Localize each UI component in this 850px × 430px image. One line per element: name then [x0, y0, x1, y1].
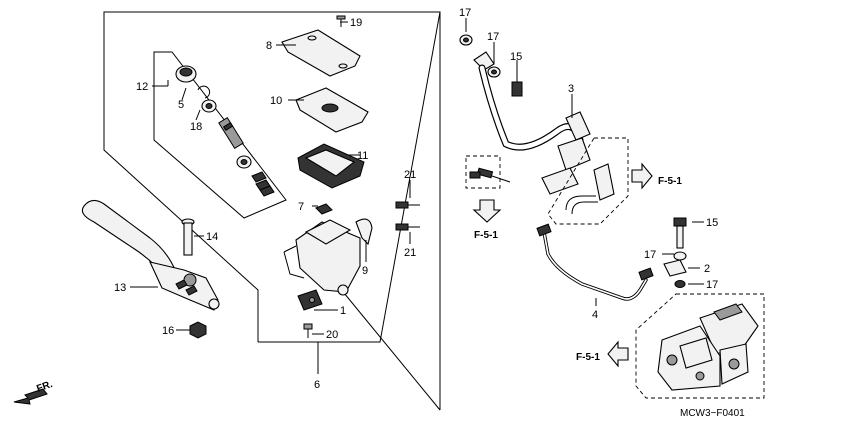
brake-lever — [81, 199, 220, 311]
piston-kit-parts — [175, 65, 275, 197]
hose-clamp — [476, 167, 579, 195]
label-18: 18 — [190, 121, 202, 133]
label-10: 10 — [270, 95, 282, 107]
f51c-arrow — [607, 340, 629, 368]
label-3: 3 — [568, 83, 574, 95]
label-2: 2 — [704, 263, 710, 275]
lever-pivot-nut — [189, 321, 207, 339]
oil-bolt — [511, 68, 523, 97]
label-13: 13 — [114, 282, 126, 294]
holder-bolts — [395, 201, 420, 231]
ref-f51-bottom: F-5-1 — [576, 352, 600, 363]
label-17-a: 17 — [459, 7, 471, 19]
diaphragm — [297, 143, 365, 189]
reservoir-cap — [281, 29, 361, 77]
abs-modulator-frame — [635, 293, 765, 399]
label-11: 11 — [357, 150, 368, 162]
leader-lines — [130, 18, 704, 374]
label-6: 6 — [314, 379, 320, 391]
label-9: 9 — [362, 265, 368, 277]
f51a-arrow — [631, 162, 653, 190]
front-direction-label: FR. — [35, 379, 54, 395]
label-15-top: 15 — [510, 51, 522, 63]
master-cylinder-frame — [103, 11, 441, 343]
label-16: 16 — [162, 325, 174, 337]
label-21-top: 21 — [404, 169, 416, 181]
brake-switch — [297, 289, 323, 311]
ref-f51-right: F-5-1 — [658, 176, 682, 187]
label-17-d: 17 — [706, 279, 718, 291]
hose-joint-top — [459, 34, 501, 78]
abs-modulator — [657, 303, 759, 391]
cap-screw — [336, 15, 346, 27]
master-cylinder-body — [283, 218, 373, 296]
piston-kit-frame — [153, 51, 287, 219]
bolt-left — [469, 171, 481, 179]
ref-f51-left: F-5-1 — [474, 230, 498, 241]
label-12: 12 — [136, 81, 148, 93]
label-8: 8 — [266, 40, 272, 52]
pipe-joint-parts — [663, 217, 687, 288]
diagram-code: MCW3−F0401 — [680, 408, 745, 419]
frame-diagonal — [334, 281, 441, 411]
label-14: 14 — [206, 231, 218, 243]
diaphragm-plate — [295, 87, 369, 133]
label-4: 4 — [592, 309, 598, 321]
pivot-bolt — [181, 218, 195, 256]
bolt-dash-frame — [465, 155, 501, 189]
abs-joint — [565, 163, 615, 215]
f51b-arrow — [472, 199, 502, 223]
switch-screw — [303, 323, 313, 338]
label-20: 20 — [326, 329, 338, 341]
brake-hose — [478, 64, 591, 171]
label-21-bottom: 21 — [404, 247, 416, 259]
label-15-right: 15 — [706, 217, 718, 229]
switch-bracket — [315, 203, 333, 215]
label-17-b: 17 — [487, 31, 499, 43]
label-5: 5 — [178, 99, 184, 111]
label-17-c: 17 — [644, 249, 656, 261]
label-1: 1 — [340, 305, 346, 317]
front-direction-arrow — [13, 388, 48, 405]
label-7: 7 — [298, 201, 304, 213]
label-19: 19 — [350, 17, 362, 29]
brake-pipe — [536, 223, 654, 301]
